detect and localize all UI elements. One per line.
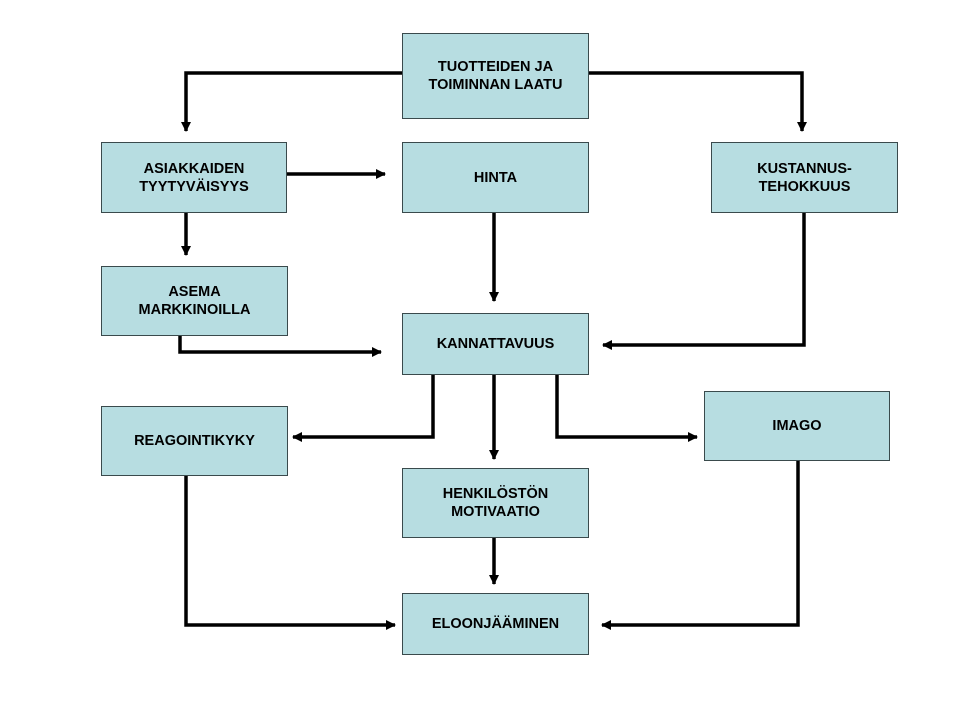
edge-asema-to-kannattavuus: [178, 336, 382, 357]
node-imago: IMAGO: [704, 391, 890, 461]
node-asiakkaiden-tyytyvaisyys: ASIAKKAIDEN TYYTYVÄISYYS: [101, 142, 287, 213]
node-reagointikyky: REAGOINTIKYKY: [101, 406, 288, 476]
node-label: ELOONJÄÄMINEN: [431, 616, 560, 632]
edge-kannattavuus-to-imago: [555, 375, 698, 442]
node-eloonjaaminen: ELOONJÄÄMINEN: [402, 593, 589, 655]
node-kannattavuus: KANNATTAVUUS: [402, 313, 589, 375]
edge-laatu-to-asiakkaiden: [181, 71, 402, 132]
edge-kannattavuus-to-reagointikyky: [292, 375, 435, 442]
edge-reagointikyky-to-eloonjaaminen: [184, 476, 396, 630]
node-label: IMAGO: [772, 418, 822, 434]
node-henkiloston-motivaatio: HENKILÖSTÖN MOTIVAATIO: [402, 468, 589, 538]
node-hinta: HINTA: [402, 142, 589, 213]
node-asema-markkinoilla: ASEMA MARKKINOILLA: [101, 266, 288, 336]
node-label: KANNATTAVUUS: [436, 336, 555, 352]
edge-imago-to-eloonjaaminen: [601, 461, 800, 630]
node-tuotteiden-laatu: TUOTTEIDEN JA TOIMINNAN LAATU: [402, 33, 589, 119]
node-label: HENKILÖSTÖN MOTIVAATIO: [442, 486, 549, 520]
node-label: TUOTTEIDEN JA TOIMINNAN LAATU: [428, 59, 563, 93]
node-kustannustehokkuus: KUSTANNUS- TEHOKKUUS: [711, 142, 898, 213]
node-label: HINTA: [473, 169, 518, 186]
node-label: REAGOINTIKYKY: [134, 433, 255, 449]
node-label: ASIAKKAIDEN TYYTYVÄISYYS: [139, 160, 249, 195]
node-label: ASEMA MARKKINOILLA: [138, 284, 251, 318]
node-label: KUSTANNUS- TEHOKKUUS: [757, 160, 852, 195]
edge-kustannus-to-kannattavuus: [602, 213, 806, 350]
edge-laatu-to-kustannus: [589, 71, 807, 132]
